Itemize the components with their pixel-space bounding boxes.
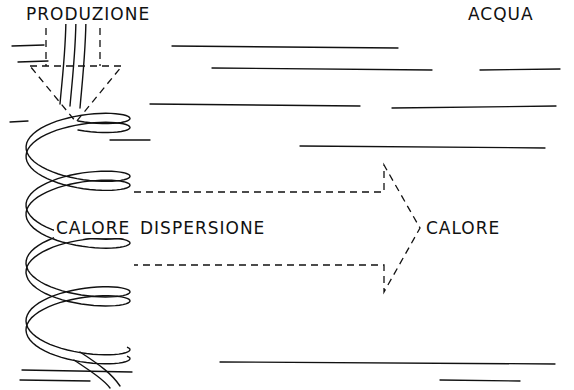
coil-stroke <box>70 14 76 106</box>
dispersion-label: DISPERSIONE <box>138 218 267 238</box>
heat-label: CALORE <box>424 218 502 238</box>
water-label: ACQUA <box>466 4 536 24</box>
coil-stroke <box>60 14 66 104</box>
water-lines <box>10 45 560 381</box>
production-arrow <box>30 28 122 122</box>
heat-label: CALORE <box>54 218 132 238</box>
dispersion-arrow <box>134 165 420 292</box>
coil-stroke <box>80 352 120 386</box>
production-label: PRODUZIONE <box>24 4 152 24</box>
heating-coil <box>26 14 130 388</box>
coil-stroke <box>26 122 130 363</box>
coil-stroke <box>80 14 86 108</box>
coil-stroke <box>74 360 110 388</box>
